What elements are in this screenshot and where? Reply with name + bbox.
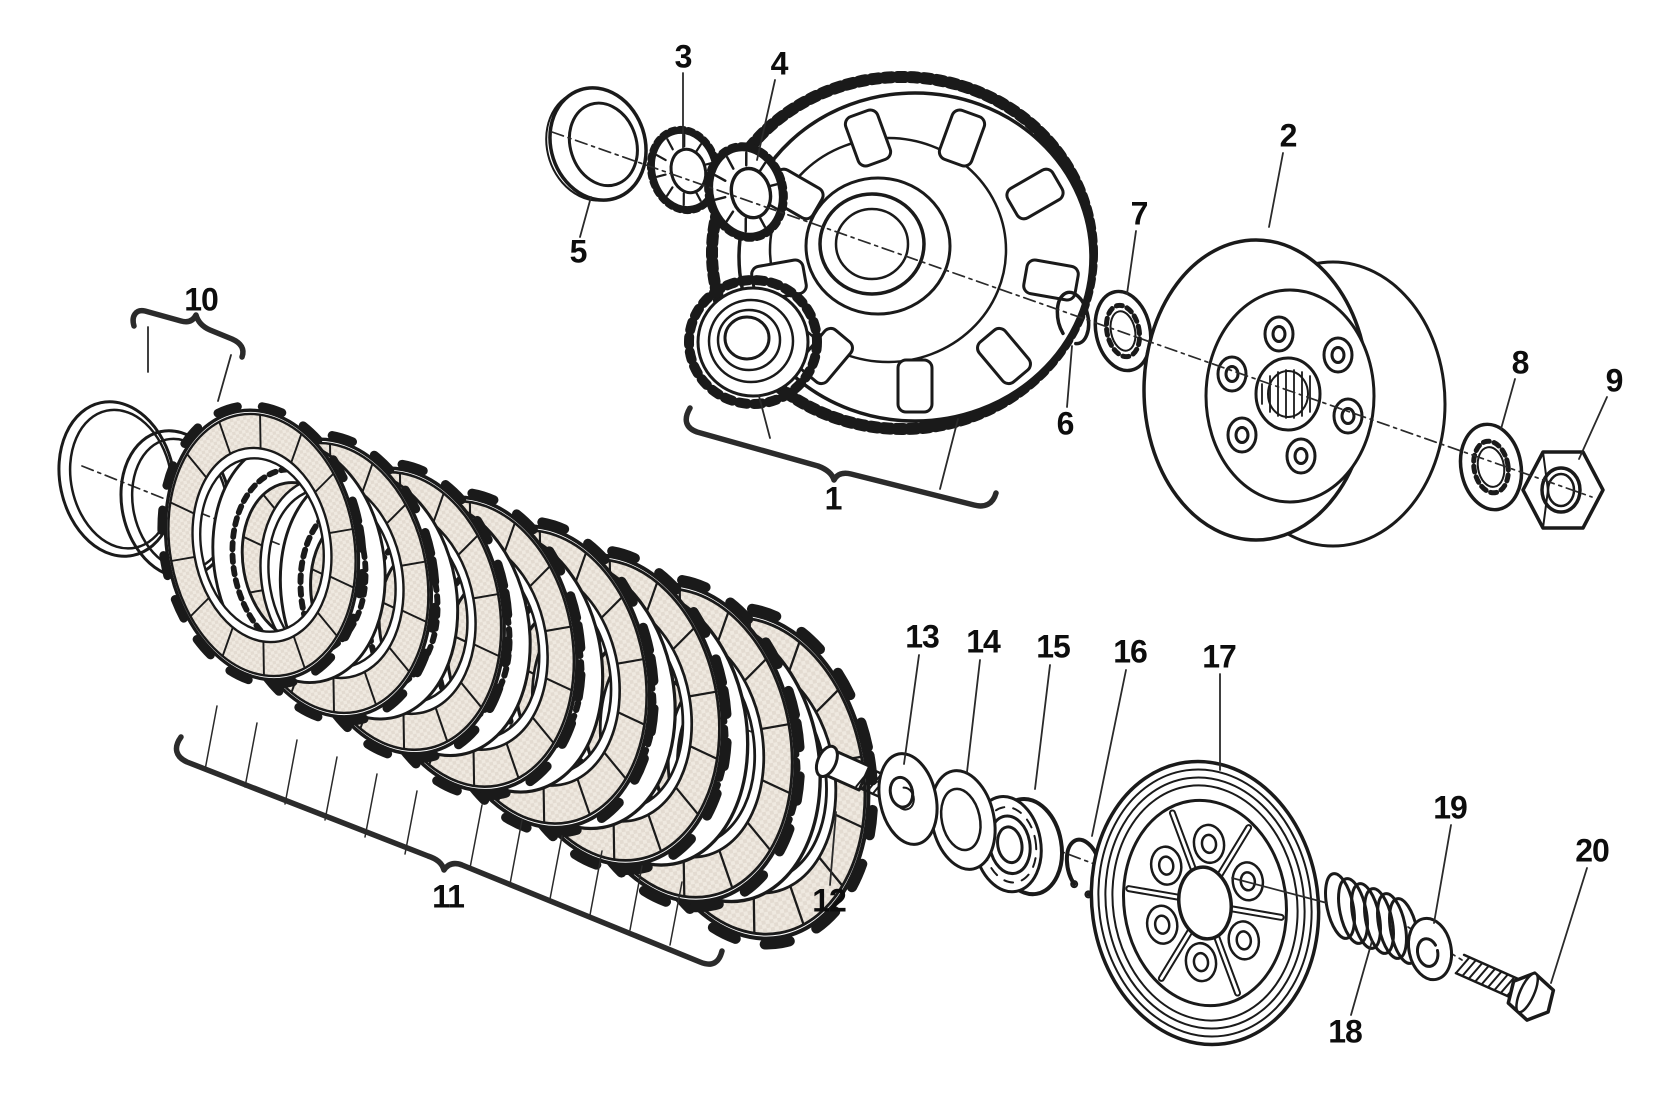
brace-part-10 [130,307,246,360]
leader-14 [966,659,981,773]
part-1-clutch-basket [684,71,1098,435]
part-9-nut [1521,450,1605,530]
part-20-bolt [1454,953,1556,1022]
center-line-hub-spring [1231,877,1328,904]
leader-5 [579,196,592,238]
leader-7 [1126,230,1137,295]
part-label-14: 14 [966,623,1001,660]
part-2-clutch-hub [1142,238,1447,548]
part-label-6: 6 [1056,405,1075,442]
callout-braces [130,307,999,967]
part-label-12: 12 [812,882,847,919]
leader-12 [829,811,837,886]
part-label-1: 1 [824,480,843,517]
part-label-11: 11 [432,878,465,915]
part-label-8: 8 [1511,344,1530,381]
part-label-19: 19 [1433,789,1468,826]
leader-2 [1268,152,1284,228]
leader-10b [217,354,232,402]
part-11-plate-stack [140,389,899,963]
part-label-13: 13 [905,618,940,655]
leader-1b [939,418,959,490]
leader-8 [1500,378,1516,430]
leader-15 [1034,664,1051,790]
leader-9 [1578,396,1608,460]
brace-part-1 [683,405,999,509]
leader-6 [1066,345,1073,408]
part-5-washer [545,86,648,202]
part-19-washer [1406,916,1454,982]
leader-16 [1091,669,1127,837]
part-label-3: 3 [674,38,693,75]
leader-1a [758,395,771,439]
part-label-15: 15 [1036,628,1071,665]
part-label-17: 17 [1202,638,1237,675]
part-label-9: 9 [1605,362,1624,399]
part-label-2: 2 [1279,117,1298,154]
part-1-primary-gear [684,275,822,409]
part-6-circlip [1055,290,1091,346]
part-label-16: 16 [1113,633,1148,670]
brace-part-11 [173,734,725,967]
part-13-washer [877,752,939,846]
part-label-4: 4 [770,45,789,82]
leader-13 [903,654,920,765]
part-18-spring [1324,872,1420,965]
part-8-lock-washer [1458,422,1524,512]
part-label-5: 5 [569,233,588,270]
leader-19 [1433,824,1452,924]
part-label-7: 7 [1130,195,1149,232]
leader-20 [1550,867,1588,984]
stack-leader-lines [204,705,683,946]
part-label-20: 20 [1575,832,1610,869]
center-axis-main [551,131,1593,498]
leader-4 [756,79,776,161]
leader-lines [147,72,1608,1016]
part-17-pressure-plate [1089,759,1321,1047]
part-label-10: 10 [184,281,219,318]
part-7-splined-washer [1093,289,1153,373]
leader-18 [1350,940,1373,1016]
part-label-18: 18 [1328,1013,1363,1050]
